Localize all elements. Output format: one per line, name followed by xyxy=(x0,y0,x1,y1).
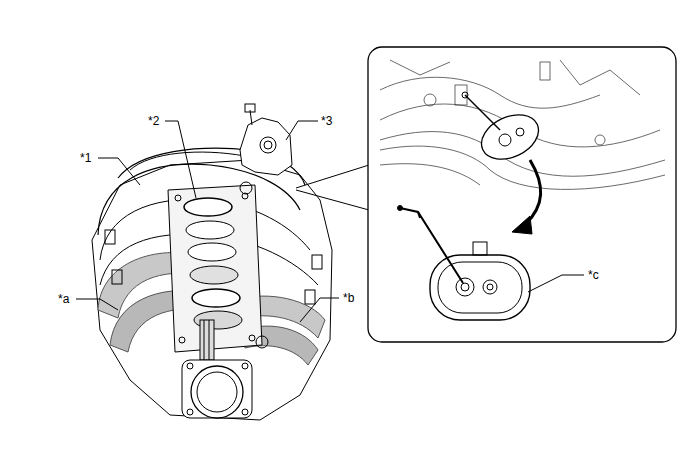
callout-label: *c xyxy=(588,268,599,282)
callout-label: *2 xyxy=(148,114,159,128)
callout-label: *a xyxy=(58,292,69,306)
callout-label: *b xyxy=(343,291,354,305)
callout-label: *3 xyxy=(321,114,332,128)
callout-label: *1 xyxy=(80,151,91,165)
